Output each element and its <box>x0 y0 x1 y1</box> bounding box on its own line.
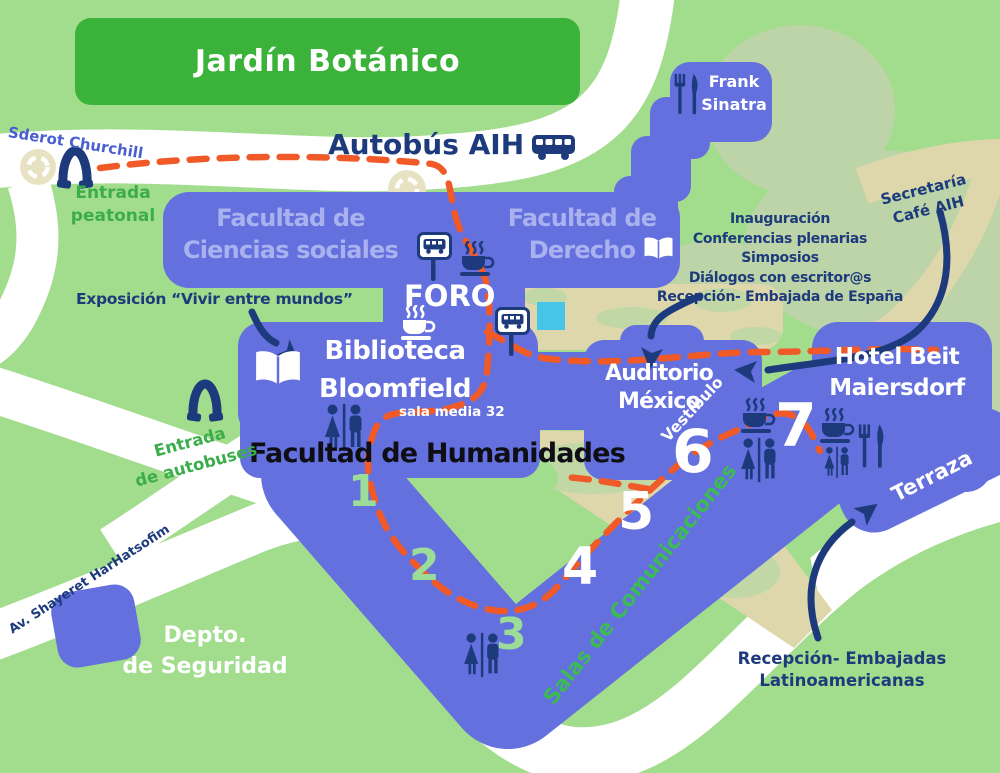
evento-item: Inauguración <box>729 211 830 227</box>
building-label-ciencias: Facultad de Ciencias sociales <box>182 204 399 264</box>
bus-stop-icon <box>417 232 452 282</box>
restroom-icon <box>821 446 853 479</box>
map-title-banner: Jardín Botánico <box>75 18 580 105</box>
eventos-list: Inauguración Conferencias plenarias Simp… <box>645 210 915 308</box>
map-title: Jardín Botánico <box>194 44 461 79</box>
restroom-icon <box>737 437 781 484</box>
building-label-humanidades: Facultad de Humanidades <box>249 438 626 469</box>
evento-item: Diálogos con escritor@s <box>688 269 872 286</box>
gate-icon <box>186 376 224 422</box>
coffee-icon <box>459 241 495 279</box>
bus-stop-icon <box>495 307 530 357</box>
room-number-4: 4 <box>562 537 599 597</box>
restroom-icon <box>321 403 367 453</box>
evento-item: Conferencias plenarias <box>692 230 868 247</box>
building-humanidades-v <box>261 391 867 749</box>
sala-media-label: sala media 32 <box>399 404 505 420</box>
recepcion-latam-label: Recepción- Embajadas Latinoamericanas <box>737 649 947 690</box>
exposicion-label: Exposición “Vivir entre mundos” <box>76 290 353 308</box>
building-terraza <box>838 407 1000 533</box>
building-label-biblioteca: Biblioteca Bloomfield <box>319 336 471 404</box>
pointer-arrows <box>248 208 951 642</box>
restaurant-icon <box>672 70 700 118</box>
building-label-auditorio: Auditorio México <box>605 361 714 414</box>
building-label-derecho: Facultad de Derecho <box>507 204 657 264</box>
book-icon <box>253 347 303 391</box>
room-number-5: 5 <box>618 482 655 542</box>
restaurant-icon <box>856 421 886 471</box>
room-number-3: 3 <box>496 609 527 660</box>
coffee-icon <box>740 398 776 436</box>
room-number-1: 1 <box>348 466 379 517</box>
bus-icon <box>531 133 578 161</box>
building-label-frank-sinatra: Frank Sinatra <box>701 72 767 114</box>
central-courtyard <box>505 284 783 350</box>
room-number-7: 7 <box>775 391 817 461</box>
building-label-foro: FORO <box>404 279 496 313</box>
roundabout-west <box>20 149 56 185</box>
evento-item: Recepción- Embajada de España <box>656 289 904 305</box>
coffee-icon <box>819 408 855 446</box>
walking-route <box>96 153 940 615</box>
room-number-6: 6 <box>672 417 714 487</box>
gate-icon <box>56 143 94 189</box>
building-seguridad <box>51 584 141 668</box>
book-icon <box>642 235 675 263</box>
entrance-peatonal-label: Entrada peatonal <box>70 183 156 226</box>
pool <box>537 302 565 330</box>
room-number-2: 2 <box>409 540 440 591</box>
restroom-icon <box>460 632 504 679</box>
coffee-icon <box>400 305 436 343</box>
building-label-hotel: Hotel Beit Maiersdorf <box>829 344 965 401</box>
building-label-seguridad: Depto. de Seguridad <box>122 623 288 679</box>
evento-item: Simposios <box>741 250 819 266</box>
bus-aih-label: Autobús AIH <box>328 128 525 161</box>
